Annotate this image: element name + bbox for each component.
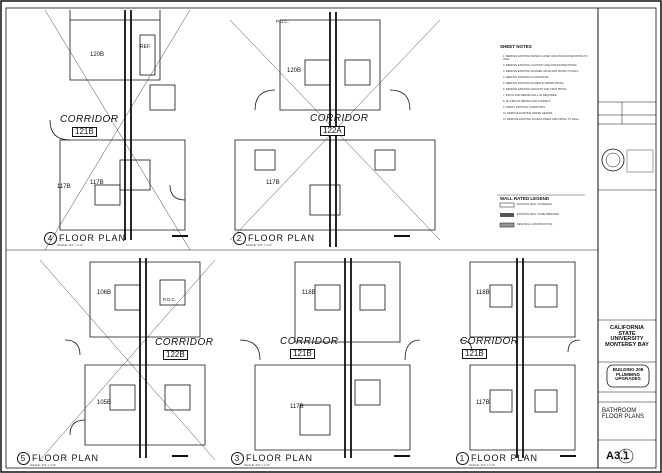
sheet-note: 7. PATCH AND REPAIR WALL AS REQUIRED. bbox=[503, 94, 558, 97]
plan-number: 3 bbox=[231, 452, 244, 465]
sheet-note: 8. (E) PIPE TO REMAIN AND CONNECT. bbox=[503, 100, 552, 103]
scale-bars bbox=[172, 235, 576, 457]
plan-title-text: FLOOR PLAN bbox=[246, 452, 314, 463]
plan-3-drawing bbox=[239, 258, 421, 458]
sheet-note: 5. REMOVE EXISTING DOMESTIC WATER PIPING… bbox=[503, 82, 565, 85]
sheet-note: 10. REMOVE EXISTING WATER HEATER. bbox=[503, 112, 553, 115]
sheet-notes-list: 1. REMOVE EXISTING WATER CLOSET AND ASSO… bbox=[503, 55, 593, 124]
room-label: 117B bbox=[476, 400, 490, 406]
room-label: 117B bbox=[266, 180, 280, 186]
plan-number: 5 bbox=[17, 452, 30, 465]
poc-label: P.O.C. bbox=[276, 19, 289, 24]
corridor-tag: 121B bbox=[72, 127, 97, 137]
legend-item: EXISTING WALL TO REMAIN bbox=[517, 203, 552, 206]
plan-number: 1 bbox=[456, 452, 469, 465]
client-name: CALIFORNIA STATE UNIVERSITY MONTEREY BAY bbox=[605, 325, 649, 348]
corridor-label: CORRIDOR bbox=[60, 114, 119, 125]
sheet-note: 3. REMOVE EXISTING SHOWER VALVE AND PIPI… bbox=[503, 70, 580, 73]
plan-scale: SCALE: 1/4" = 1'-0" bbox=[30, 463, 57, 467]
sheet-note: 1. REMOVE EXISTING WATER CLOSET AND ASSO… bbox=[503, 55, 588, 61]
corridor-tag: 122B bbox=[163, 350, 188, 360]
room-label: 117B bbox=[290, 404, 304, 410]
legend-item: EXISTING WALL TO BE REMOVED bbox=[517, 213, 559, 216]
sheet-note: 4. REMOVE EXISTING FLOOR DRAIN. bbox=[503, 76, 550, 79]
page-total: 10 bbox=[623, 456, 628, 461]
room-label: 117B bbox=[90, 180, 104, 186]
room-label: 120B bbox=[90, 52, 105, 58]
sheet-note: 6. REMOVE EXISTING SANITARY AND VENT PIP… bbox=[503, 88, 568, 91]
title-block-grid bbox=[598, 101, 656, 441]
room-label: 117B bbox=[57, 184, 71, 190]
page-circle bbox=[618, 448, 634, 464]
plan-1-drawing bbox=[459, 258, 581, 458]
plan-number: 2 bbox=[233, 232, 246, 245]
sheet-note: 9. VERIFY EXISTING CONDITIONS. bbox=[503, 106, 546, 109]
sheet-title: BATHROOM FLOOR PLANS bbox=[602, 408, 645, 420]
corridor-tag: 121B bbox=[462, 349, 487, 359]
room-label: 105B bbox=[97, 400, 112, 406]
plan-5-drawing bbox=[39, 258, 216, 461]
plan-scale: SCALE: 1/4" = 1'-0" bbox=[244, 463, 271, 467]
project-name: BUILDING 208 PLUMBING UPGRADES bbox=[612, 367, 644, 381]
ref-label: REF. bbox=[140, 44, 151, 50]
plan-scale: SCALE: 1/4" = 1'-0" bbox=[246, 243, 273, 247]
corridor-label: CORRIDOR bbox=[280, 336, 339, 347]
sheet-number: A3.1 bbox=[606, 450, 630, 462]
plan-title-text: FLOOR PLAN bbox=[59, 232, 127, 243]
plan-scale: SCALE: 1/4" = 1'-0" bbox=[57, 243, 84, 247]
poc-label: P.O.C. bbox=[163, 297, 176, 302]
sheet-notes-title: SHEET NOTES bbox=[500, 44, 532, 49]
plan-number: 4 bbox=[44, 232, 57, 245]
room-label: 118B bbox=[302, 290, 316, 296]
sheet-note: 11. REMOVE EXISTING ACCESS PANEL AND PIP… bbox=[503, 118, 580, 121]
corridor-tag: 121B bbox=[290, 349, 315, 359]
plan-scale: SCALE: 1/4" = 1'-0" bbox=[469, 463, 496, 467]
inner-border bbox=[5, 7, 657, 469]
legend-swatches bbox=[499, 202, 515, 228]
corridor-label: CORRIDOR bbox=[155, 337, 214, 348]
legend-title: WALL RATED LEGEND bbox=[500, 196, 550, 201]
sheet-note: 2. REMOVE EXISTING LAVATORY AND ASSOCIAT… bbox=[503, 64, 578, 67]
plan-title-text: FLOOR PLAN bbox=[248, 232, 316, 243]
corridor-tag: 122A bbox=[320, 126, 345, 136]
corridor-label: CORRIDOR bbox=[310, 113, 369, 124]
plan-title-text: FLOOR PLAN bbox=[32, 452, 100, 463]
room-label: 106B bbox=[97, 290, 112, 296]
project-box bbox=[606, 364, 650, 388]
plan-4-drawing bbox=[44, 9, 191, 251]
university-seal bbox=[601, 148, 654, 173]
room-label: 120B bbox=[287, 68, 302, 74]
legend-item: NEW WALL CONSTRUCTION bbox=[517, 223, 553, 226]
plan-title-text: FLOOR PLAN bbox=[471, 452, 539, 463]
page-number: 4 bbox=[623, 449, 626, 455]
corridor-label: CORRIDOR bbox=[460, 336, 519, 347]
room-label: 118B bbox=[476, 290, 490, 296]
